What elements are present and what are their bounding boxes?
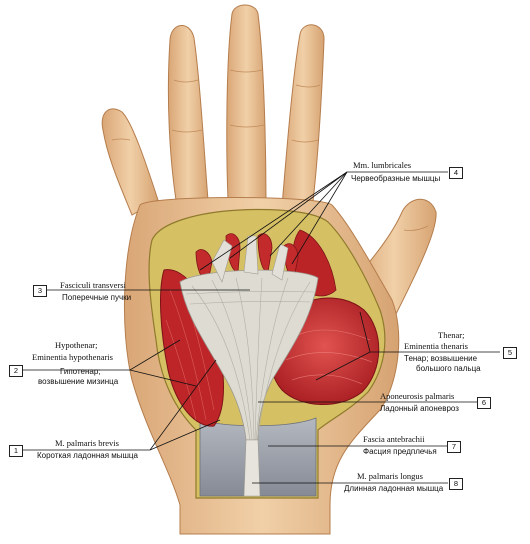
label-lumbricales-russian: Червеобразные мышцы — [351, 174, 441, 183]
number-badge-5: 5 — [503, 347, 517, 359]
little-finger — [101, 108, 159, 216]
label-hypothenar-latin1: Hypothenar; — [55, 340, 98, 350]
aponeurosis-fibers — [185, 277, 315, 441]
number-badge-2: 2 — [9, 365, 23, 377]
number-badge-1: 1 — [9, 445, 23, 457]
middle-finger — [226, 4, 267, 201]
label-fasciculi-latin: Fasciculi transversi — [60, 280, 126, 290]
label-aponeurosis-latin: Aponeurosis palmaris — [380, 391, 455, 401]
label-thenar-russian2: большого пальца — [416, 364, 481, 373]
label-fasciculi-russian: Поперечные пучки — [62, 293, 132, 302]
label-lumbricales-latin: Mm. lumbricales — [353, 160, 412, 170]
label-palmaris-brevis-russian: Короткая ладонная мышца — [37, 451, 138, 460]
label-thenar-latin2: Eminentia thenaris — [404, 341, 468, 351]
label-thenar-russian1: Тенар; возвышение — [404, 354, 478, 363]
label-fascia-latin: Fascia antebrachii — [363, 434, 425, 444]
label-palmaris-longus-russian: Длинная ладонная мышца — [344, 484, 444, 493]
label-hypothenar-russian2: возвышение мизинца — [38, 377, 119, 386]
label-fascia-russian: Фасция предплечья — [363, 447, 437, 456]
number-badge-4: 4 — [449, 167, 463, 179]
label-thenar-latin1: Thenar; — [438, 330, 465, 340]
finger-creases — [111, 69, 429, 231]
palmaris-longus-tendon — [243, 439, 261, 497]
number-badge-8: 8 — [449, 478, 463, 490]
ring-finger — [167, 25, 209, 201]
label-hypothenar-russian1: Гипотенар; — [60, 367, 101, 376]
label-palmaris-brevis-latin: M. palmaris brevis — [55, 438, 119, 448]
leader-lines — [22, 171, 500, 484]
number-badge-7: 7 — [447, 441, 461, 453]
label-aponeurosis-russian: Ладонный апоневроз — [380, 404, 459, 413]
label-hypothenar-latin2: Eminentia hypothenaris — [32, 352, 113, 362]
number-badge-3: 3 — [33, 285, 47, 297]
label-palmaris-longus-latin: M. palmaris longus — [357, 471, 423, 481]
number-badge-6: 6 — [477, 397, 491, 409]
index-finger — [281, 24, 325, 211]
